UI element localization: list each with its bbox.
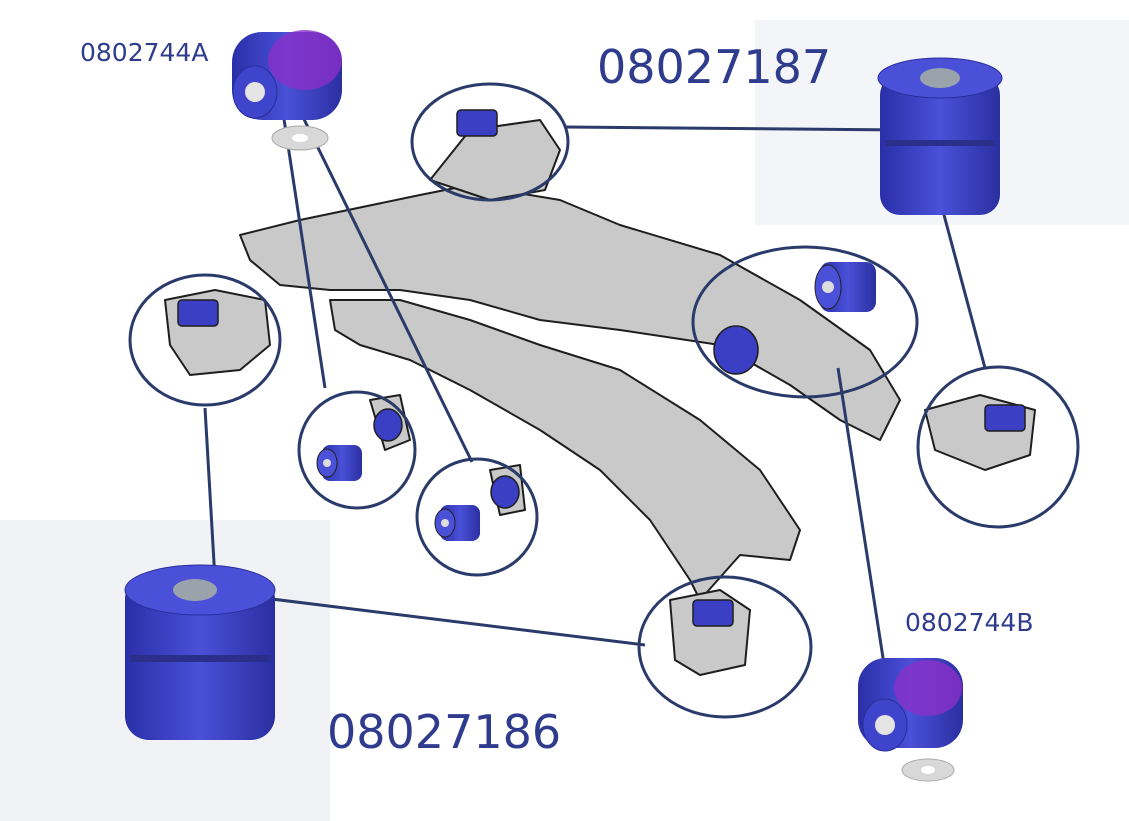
small-bushing-parts	[316, 262, 876, 541]
callout-circles	[128, 82, 1080, 719]
bushing-0802744A-photo	[232, 30, 342, 151]
bushing-08027186-photo	[124, 564, 276, 740]
label-part-0802744A: 0802744A	[80, 38, 209, 67]
installed-bushings	[177, 109, 1026, 627]
bushing-0802744B-photo	[858, 658, 963, 782]
label-part-0802744B: 0802744B	[905, 608, 1034, 637]
label-part-08027186: 08027186	[327, 705, 562, 759]
label-part-08027187: 08027187	[597, 40, 832, 94]
bushing-08027187-photo	[877, 57, 1003, 215]
